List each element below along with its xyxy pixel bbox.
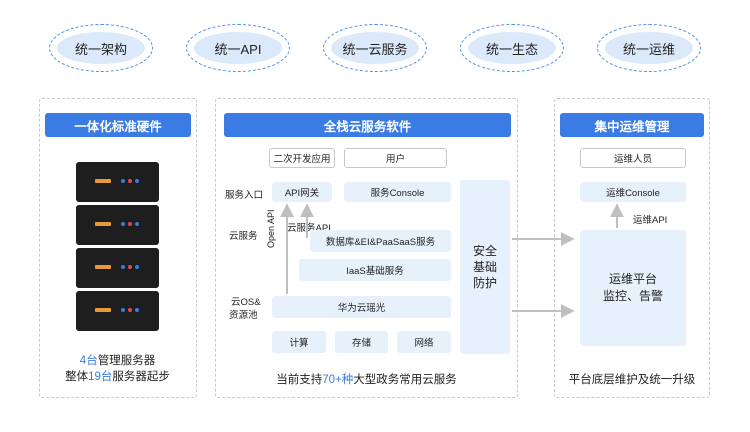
ops-footer: 平台底层维护及统一升级 — [568, 374, 696, 386]
footer-text: 当前支持 — [276, 374, 323, 386]
security-line: 安全 — [472, 244, 497, 258]
ops-console-box: 运维Console — [580, 182, 686, 202]
iaas-box: IaaS基础服务 — [299, 259, 451, 281]
cloud-service-api-label: 云服务API — [287, 223, 331, 234]
pill-label: 统一生态 — [468, 32, 556, 64]
drive-slot — [95, 308, 111, 312]
ops-platform-title: 运维平台 — [608, 272, 657, 286]
status-led — [135, 265, 139, 269]
status-led — [121, 308, 125, 312]
status-led — [128, 222, 132, 226]
ops-staff-box: 运维人员 — [580, 148, 686, 168]
caption-text: 整体 — [65, 371, 89, 383]
cloud-service-label: 云服务 — [229, 231, 258, 242]
user-box: 用户 — [344, 148, 447, 168]
hardware-caption-2: 整体19台服务器起步 — [40, 370, 195, 385]
pill-unified-ecosystem: 统一生态 — [460, 24, 564, 72]
drive-slot — [95, 265, 111, 269]
db-ei-paas-saas-box: 数据库&EI&PaaSaaS服务 — [310, 230, 451, 252]
security-protection-box: 安全 基础 防护 — [460, 180, 510, 354]
pill-unified-architecture: 统一架构 — [49, 24, 153, 72]
pill-label: 统一运维 — [605, 32, 693, 64]
resource-pool-label: 资源池 — [229, 310, 258, 321]
drive-slot — [95, 179, 111, 183]
hardware-caption-1: 4台管理服务器 — [40, 354, 195, 369]
hardware-section: 一体化标准硬件 — [39, 98, 197, 398]
status-led — [128, 265, 132, 269]
network-box: 网络 — [397, 331, 451, 353]
caption-text: 管理服务器 — [97, 355, 156, 367]
highlight-number: 19台 — [88, 371, 113, 383]
caption-text: 服务器起步 — [112, 371, 170, 383]
api-gateway-box: API网关 — [272, 182, 332, 202]
ops-api-label: 运维API — [633, 215, 668, 226]
status-led — [135, 308, 139, 312]
secondary-dev-app-box: 二次开发应用 — [269, 148, 335, 168]
ops-platform-subtitle: 监控、告警 — [602, 289, 663, 303]
pill-unified-api: 统一API — [186, 24, 290, 72]
pill-unified-ops: 统一运维 — [597, 24, 701, 72]
status-led — [135, 179, 139, 183]
software-section: 全栈云服务软件 — [215, 98, 518, 398]
pill-label: 统一API — [194, 32, 282, 64]
drive-slot — [95, 222, 111, 226]
server-unit-3 — [76, 248, 159, 288]
storage-box: 存储 — [335, 331, 388, 353]
hardware-title: 一体化标准硬件 — [45, 113, 191, 137]
footer-text: 大型政务常用云服务 — [353, 374, 457, 386]
pill-unified-cloud-service: 统一云服务 — [323, 24, 427, 72]
highlight-number: 4台 — [79, 355, 98, 367]
service-console-box: 服务Console — [344, 182, 451, 202]
ops-section: 集中运维管理 — [554, 98, 710, 398]
compute-box: 计算 — [272, 331, 326, 353]
status-led — [128, 179, 132, 183]
status-led — [121, 265, 125, 269]
server-unit-1 — [76, 162, 159, 202]
status-led — [121, 222, 125, 226]
software-footer: 当前支持70+种大型政务常用云服务 — [215, 371, 518, 387]
status-led — [128, 308, 132, 312]
security-line: 基础 — [472, 260, 497, 274]
pill-label: 统一云服务 — [331, 32, 419, 64]
ops-platform-box: 运维平台 监控、告警 — [580, 230, 686, 346]
highlight-number: 70+种 — [322, 374, 354, 386]
pill-label: 统一架构 — [57, 32, 145, 64]
server-unit-2 — [76, 205, 159, 245]
security-line: 防护 — [472, 276, 497, 290]
status-led — [121, 179, 125, 183]
huawei-yaoguang-box: 华为云瑶光 — [272, 296, 451, 318]
software-title: 全栈云服务软件 — [224, 113, 511, 137]
ops-title: 集中运维管理 — [560, 113, 704, 137]
cloud-os-label: 云OS& — [231, 297, 261, 308]
status-led — [135, 222, 139, 226]
server-unit-4 — [76, 291, 159, 331]
service-entry-label: 服务入口 — [225, 190, 264, 201]
